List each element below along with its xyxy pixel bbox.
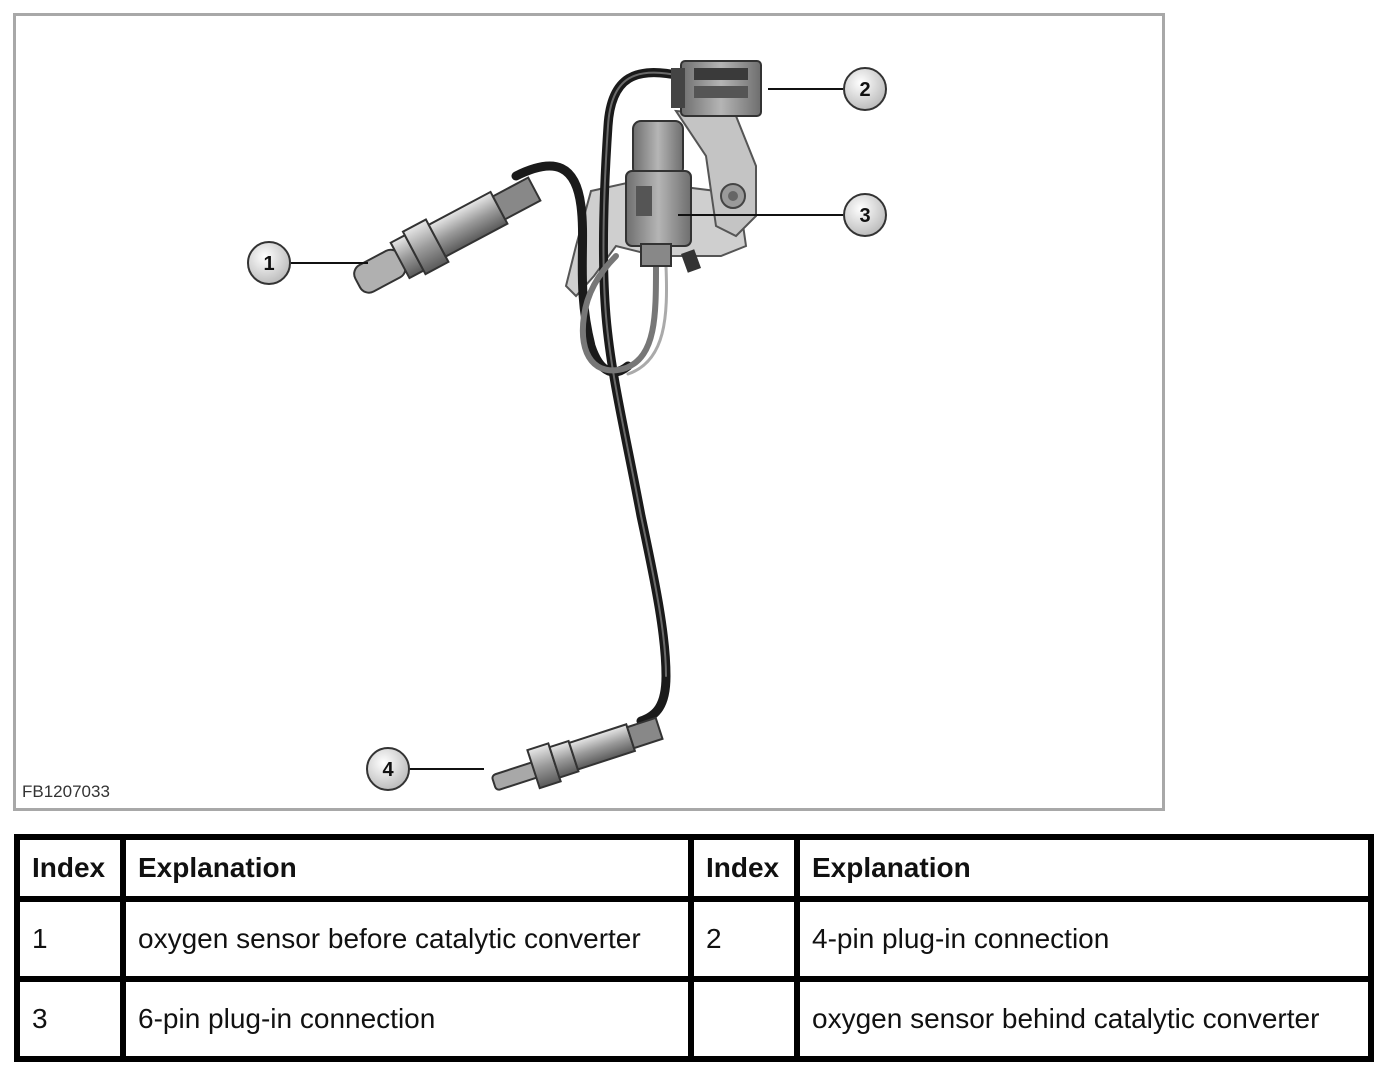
explanation-cell: 6-pin plug-in connection bbox=[120, 976, 694, 1062]
index-cell: 1 bbox=[14, 896, 126, 982]
oxygen-sensor-illustration: 1 2 3 4 bbox=[247, 60, 887, 791]
header-explanation-left: Explanation bbox=[120, 834, 694, 902]
explanation-cell: oxygen sensor before catalytic converter bbox=[120, 896, 694, 982]
header-explanation-right: Explanation bbox=[794, 834, 1374, 902]
table-row: 3 6-pin plug-in connection oxygen sensor… bbox=[14, 976, 1374, 1062]
rear-oxygen-sensor bbox=[491, 716, 664, 791]
callout-2-number: 2 bbox=[859, 79, 870, 101]
cable-highlight bbox=[602, 71, 682, 677]
index-cell: 2 bbox=[688, 896, 800, 982]
front-oxygen-sensor bbox=[353, 176, 542, 294]
legend-header-row: Index Explanation Index Explanation bbox=[14, 834, 1374, 902]
callout-1-number: 1 bbox=[263, 253, 274, 275]
header-index-right: Index bbox=[688, 834, 800, 902]
legend-table: Index Explanation Index Explanation 1 ox… bbox=[14, 834, 1374, 1062]
index-cell bbox=[688, 976, 800, 1062]
cable-loop-connector-3 bbox=[579, 253, 659, 374]
index-cell: 3 bbox=[14, 976, 126, 1062]
table-row: 1 oxygen sensor before catalytic convert… bbox=[14, 896, 1374, 982]
callout-2: 2 bbox=[843, 67, 887, 111]
callout-4-number: 4 bbox=[382, 759, 394, 781]
callout-3-number: 3 bbox=[859, 205, 870, 227]
callout-3: 3 bbox=[843, 193, 887, 237]
diagram-frame: 1 2 3 4 FB1207033 bbox=[13, 13, 1165, 811]
header-index-left: Index bbox=[14, 834, 126, 902]
connector-4-pin bbox=[671, 60, 762, 117]
explanation-cell: oxygen sensor behind catalytic converter bbox=[794, 976, 1374, 1062]
explanation-cell: 4-pin plug-in connection bbox=[794, 896, 1374, 982]
callout-1: 1 bbox=[247, 241, 291, 285]
connector-6-pin bbox=[625, 120, 701, 273]
figure-code-label: FB1207033 bbox=[22, 782, 110, 801]
callout-4: 4 bbox=[366, 747, 410, 791]
